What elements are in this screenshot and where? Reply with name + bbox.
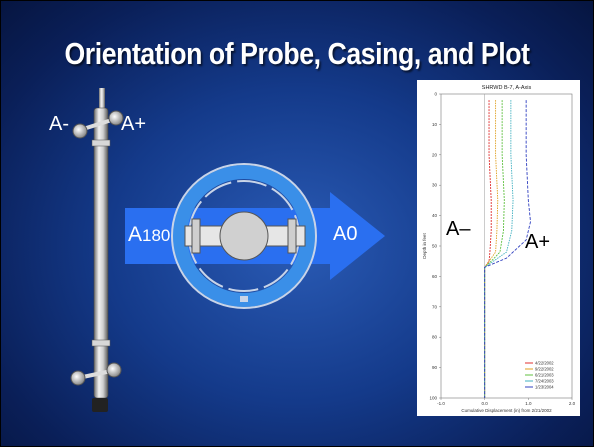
x-tick-label: 2.0 — [569, 401, 576, 406]
probe-cable — [99, 88, 105, 108]
wheel-bottom-left — [70, 370, 86, 386]
plot-axes-box — [440, 93, 573, 399]
plot-label-a-minus: A– — [446, 218, 471, 240]
probe-bottom-cap — [92, 398, 108, 412]
series-line-1 — [484, 100, 492, 398]
wheel-top-left — [72, 123, 88, 139]
y-tick-label: 70 — [432, 304, 438, 309]
y-tick-label: 10 — [432, 122, 438, 127]
series-line-2 — [484, 100, 499, 398]
y-tick-label: 0 — [434, 92, 437, 97]
wheel-bottom-right — [106, 362, 122, 378]
probe-joint-bottom — [91, 339, 111, 347]
x-axis-label: Cumulative Displacement (in) from 2/21/2… — [461, 408, 552, 413]
y-tick-label: 80 — [432, 335, 438, 340]
x-tick-label: 0.0 — [482, 401, 489, 406]
probe-cross-section — [184, 211, 306, 261]
series-line-5 — [484, 100, 531, 398]
probe-label-a-minus: A- — [49, 113, 69, 135]
legend-entry-4: 7/24/2003 — [535, 379, 554, 384]
slide-title: Orientation of Probe, Casing, and Plot — [64, 36, 530, 71]
probe-label-a-plus: A+ — [121, 113, 147, 135]
legend-entry-3: 6/21/2003 — [535, 373, 554, 378]
y-tick-label: 90 — [432, 365, 438, 370]
legend-entry-1: 4/22/2002 — [535, 361, 554, 366]
legend-entry-2: 9/22/2002 — [535, 367, 554, 372]
probe-joint-top — [91, 139, 111, 147]
casing-label-a180: A180 — [128, 223, 171, 246]
y-tick-label: 30 — [432, 183, 438, 188]
y-tick-label: 40 — [432, 213, 438, 218]
y-tick-label: 60 — [432, 274, 438, 279]
series-line-3 — [484, 100, 505, 398]
y-tick-label: 20 — [432, 152, 438, 157]
x-tick-label: -1.0 — [437, 401, 445, 406]
y-tick-label: 50 — [432, 244, 438, 249]
plot-title: SHRWD B-7, A-Axis — [482, 85, 532, 91]
probe-top-wheels — [72, 110, 124, 139]
displacement-plot-svg: SHRWD B-7, A-Axis 0 10 20 30 40 50 60 70 80 90 100-… — [422, 85, 576, 413]
probe-bottom-wheels — [70, 362, 122, 386]
legend-entry-5: 1/23/2004 — [535, 385, 554, 390]
displacement-plot: SHRWD B-7, A-Axis 0 10 20 30 40 50 60 70 80 90 100-… — [417, 80, 580, 416]
casing-label-a0: A0 — [333, 223, 358, 245]
x-tick-label: 1.0 — [525, 401, 532, 406]
series-line-4 — [484, 100, 514, 398]
casing-key-bottom — [240, 296, 248, 302]
y-tick-label: 100 — [429, 396, 437, 401]
wheel-top-right — [108, 110, 124, 126]
plot-label-a-plus: A+ — [525, 231, 551, 253]
y-axis-label: Depth in feet — [422, 232, 427, 258]
casing-ring-outer — [171, 163, 317, 309]
